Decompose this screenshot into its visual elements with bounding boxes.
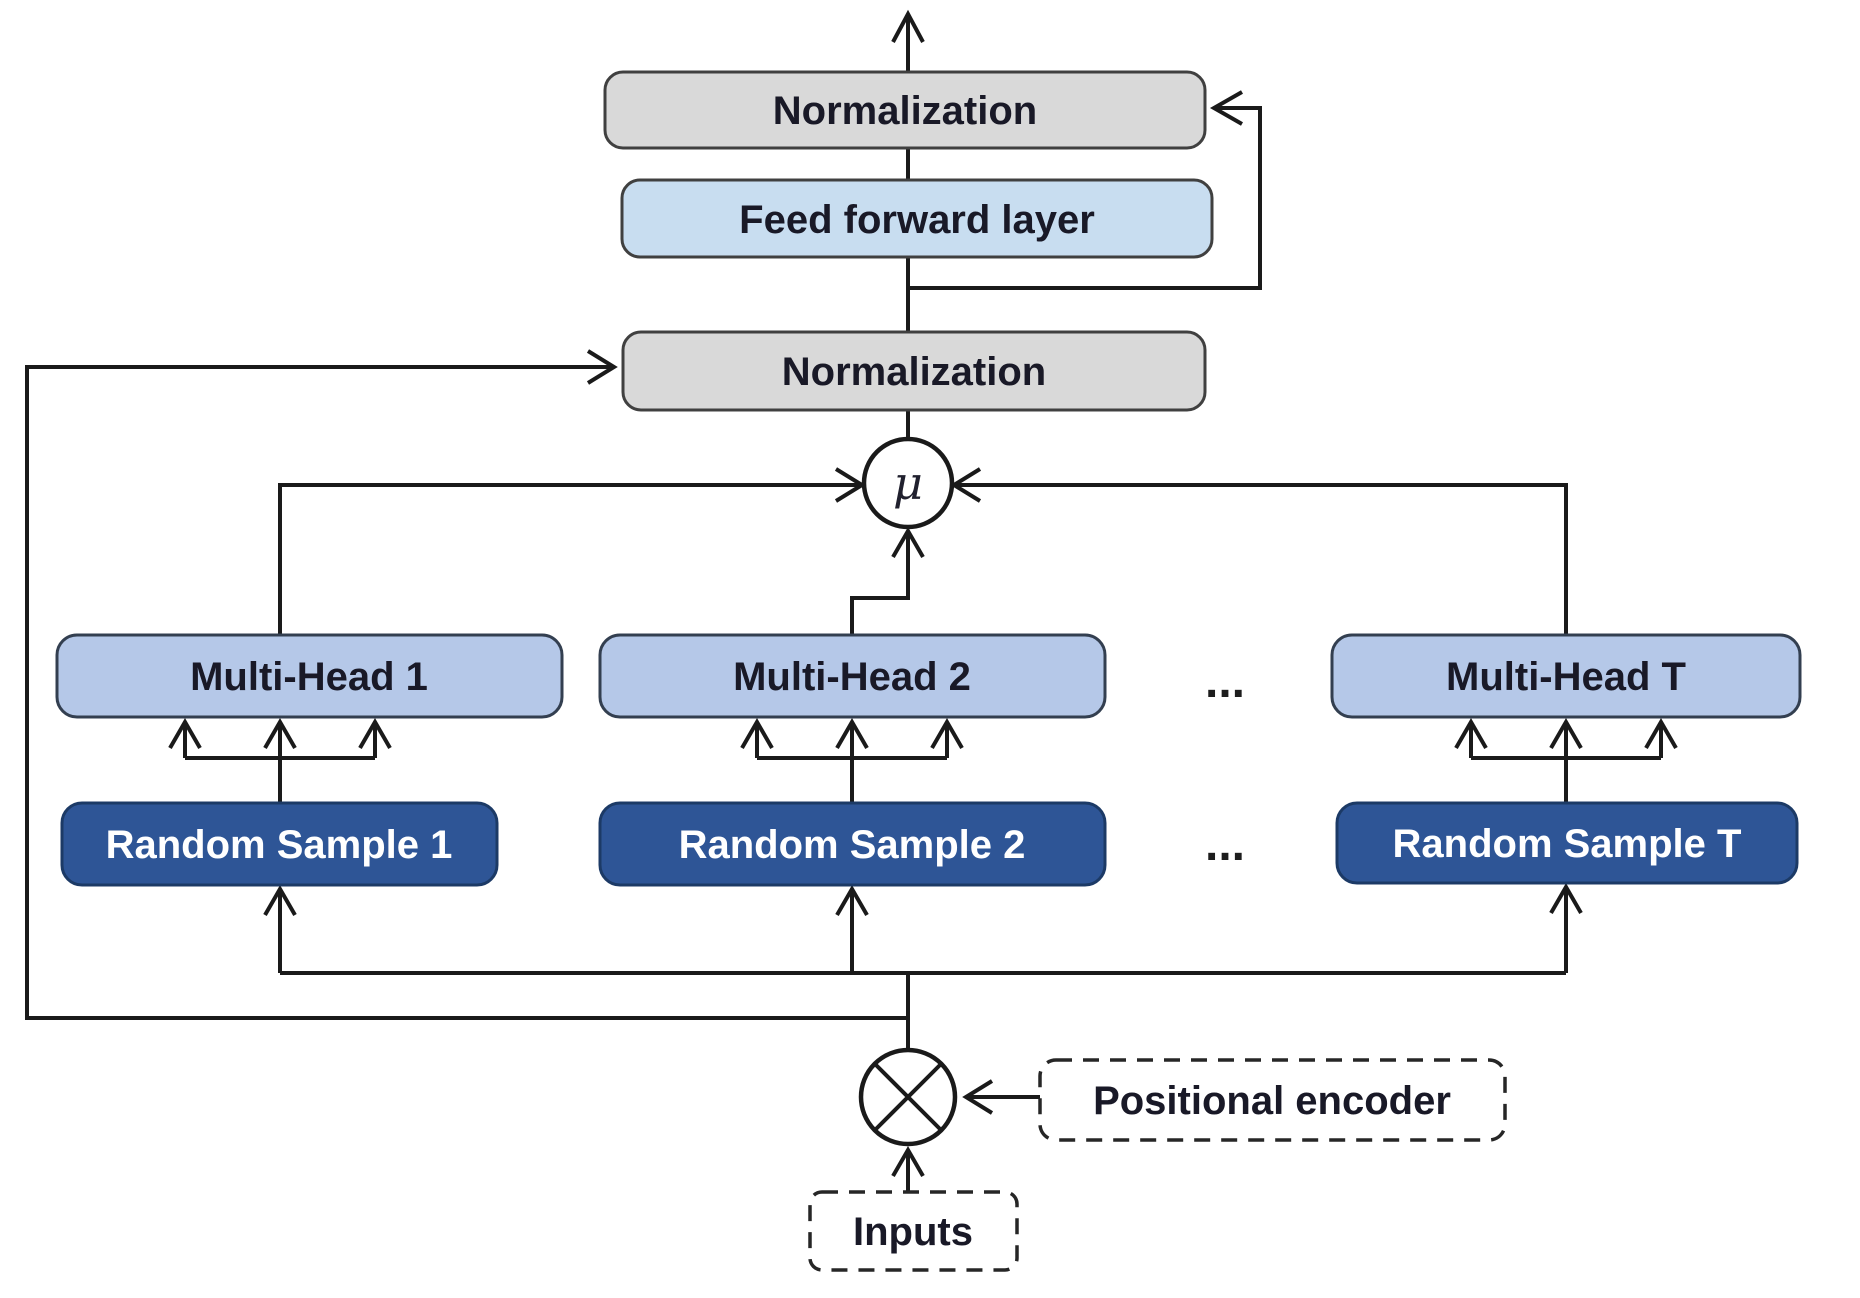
normalization-top-box [603, 70, 1207, 150]
random-sample-ellipsis: ... [1205, 818, 1245, 871]
normalization-top-label: Normalization [773, 89, 1037, 133]
inputs-box [808, 1190, 1019, 1272]
random-sample-1-label: Random Sample 1 [106, 823, 453, 867]
random-sample-t-box [1335, 801, 1799, 885]
arrow-pe-to-multiply [962, 1079, 1040, 1115]
arrows-distribution-to-random-samples [263, 882, 1583, 1050]
feed-forward-label: Feed forward layer [739, 198, 1095, 242]
mean-operator-symbol: μ [893, 456, 923, 510]
nodes: Normalization Feed forward layer Normali… [55, 70, 1802, 1272]
random-sample-t-label: Random Sample T [1393, 822, 1742, 866]
arrows-rs1-to-mh1 [168, 717, 392, 803]
multi-head-1-label: Multi-Head 1 [190, 655, 428, 699]
arrows-rs2-to-mh2 [740, 717, 964, 803]
connectors [25, 9, 1678, 1192]
multi-head-1-box [55, 633, 564, 719]
multiply-operator-cross [873, 1062, 943, 1132]
positional-encoder-label: Positional encoder [1093, 1079, 1451, 1123]
arrow-residual-right [908, 90, 1262, 290]
multi-head-2-box [598, 633, 1107, 719]
feed-forward-box [620, 178, 1214, 259]
normalization-mid-label: Normalization [782, 350, 1046, 394]
arrow-input-skip-left [25, 349, 908, 1020]
random-sample-2-label: Random Sample 2 [679, 823, 1026, 867]
arrows-rst-to-mht [1454, 717, 1678, 803]
random-sample-2-box [598, 801, 1107, 887]
arrow-mh2-to-mu [850, 526, 925, 637]
random-sample-1-box [60, 801, 499, 887]
normalization-mid-box [621, 330, 1207, 412]
arrow-mh1-to-mu [278, 467, 866, 635]
positional-encoder-box [1038, 1058, 1507, 1142]
inputs-label: Inputs [853, 1210, 973, 1254]
mean-operator-circle [861, 436, 955, 530]
arrow-output-top [891, 9, 925, 72]
multi-head-2-label: Multi-Head 2 [733, 655, 971, 699]
multi-head-t-label: Multi-Head T [1446, 655, 1686, 699]
multi-head-t-box [1330, 633, 1802, 719]
arrow-mht-to-mu [950, 467, 1568, 635]
arrow-inputs-to-multiply [891, 1145, 925, 1192]
multi-head-ellipsis: ... [1205, 655, 1245, 708]
